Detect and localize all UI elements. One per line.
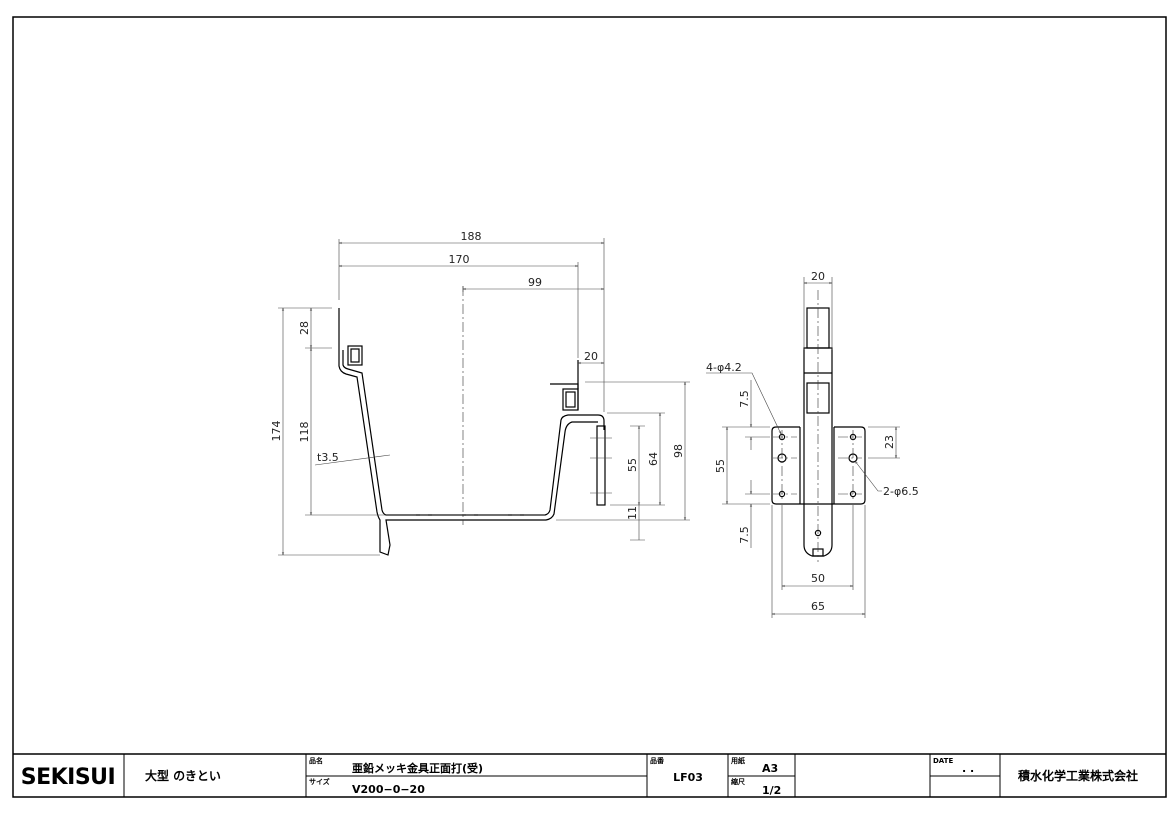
dim-50: 50 [811,572,825,585]
dim-170: 170 [449,253,470,266]
side-view: 188 170 99 20 174 28 118 98 64 55 11 t3.… [270,230,690,556]
scale-value: 1/2 [762,784,781,797]
sheet-border [12,16,1167,798]
dim-188: 188 [461,230,482,243]
date-value: . . [962,762,974,775]
dim-55-front: 55 [714,459,727,473]
front-view: 20 55 7.5 7.5 23 50 65 4-φ4.2 2-φ6.5 [706,270,919,618]
dim-7-5-lower: 7.5 [738,526,751,544]
size-value: V200−0−20 [352,783,425,796]
dim-98: 98 [672,444,685,458]
category: 大型 のきとい [145,768,221,783]
hole-label-large: 2-φ6.5 [883,485,919,498]
mounting-holes [777,433,858,537]
part-no: LF03 [673,771,703,784]
dim-7-5-upper: 7.5 [738,390,751,408]
hole-label-small: 4-φ4.2 [706,361,742,374]
scale-label: 縮尺 [731,777,745,786]
date-label: DATE [933,757,953,765]
dim-174: 174 [270,421,283,442]
part-name: 亜鉛メッキ金具正面打(受) [352,761,483,775]
dim-23: 23 [883,435,896,449]
dim-64: 64 [647,452,660,466]
paper-label: 用紙 [731,756,745,765]
dim-28: 28 [298,321,311,335]
dim-55-side: 55 [626,458,639,472]
part-no-label: 品番 [650,756,665,765]
dim-20-side: 20 [584,350,598,363]
dim-20-front: 20 [811,270,825,283]
dim-65: 65 [811,600,825,613]
gutter-profile [338,308,612,556]
dim-118: 118 [298,422,311,443]
size-label: サイズ [309,777,330,786]
name-label: 品名 [309,756,323,765]
sekisui-logo: SEKISUI [21,765,116,790]
paper-size: A3 [762,762,778,775]
thickness-label: t3.5 [317,451,339,464]
title-block: SEKISUI 大型 のきとい 品名 亜鉛メッキ金具正面打(受) サイズ V20… [13,753,1166,797]
company-name: 積水化学工業株式会社 [1017,768,1138,783]
dim-11: 11 [626,506,639,520]
dim-99: 99 [528,276,542,289]
